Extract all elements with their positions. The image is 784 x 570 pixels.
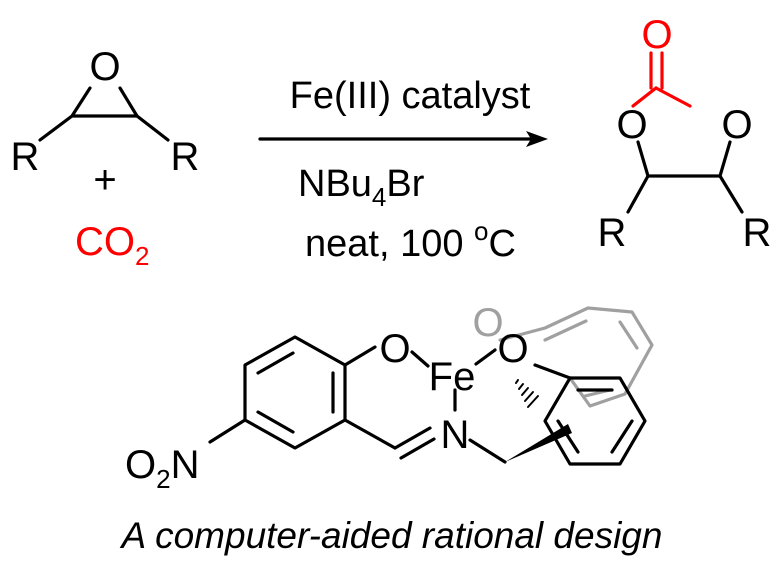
- fe-catalyst-structure: O: [125, 301, 654, 494]
- epoxide-reactant: O R R: [11, 45, 200, 179]
- condition-additive: NBu4Br: [298, 163, 425, 212]
- epoxide-ring-bonds: [70, 86, 139, 118]
- epoxide-r-right-label: R: [171, 135, 200, 179]
- caption-text: A computer-aided rational design: [120, 515, 663, 556]
- ring-oxygen-left-label: O: [616, 103, 647, 147]
- c-o-left-bond: [631, 86, 658, 108]
- wedge-bond: [505, 424, 572, 462]
- epoxide-right-bond: [135, 114, 170, 142]
- co2-subscript: 2: [135, 241, 149, 271]
- nitro-group-label: O2N: [125, 443, 199, 494]
- condition-catalyst: Fe(III) catalyst: [290, 75, 531, 117]
- imine-double-bond-b: [399, 437, 436, 460]
- product-r-right-label: R: [743, 211, 772, 255]
- product-right-r-bond: [718, 174, 744, 214]
- condition-temperature: neat, 100 oC: [305, 216, 516, 265]
- product-left-r-bond: [626, 174, 650, 214]
- arrow-head: [526, 131, 548, 147]
- right-phenyl-ring: [533, 363, 647, 466]
- nitrophenol-ring: [208, 335, 377, 450]
- left-ring-inner-c: [256, 410, 295, 434]
- ring-oxygen-right-label: O: [721, 103, 752, 147]
- hash-bond: [515, 379, 539, 408]
- reaction-arrow: [258, 131, 548, 147]
- cyclic-carbonate-product: O O O R R: [598, 13, 772, 255]
- co2-main: CO: [75, 220, 135, 264]
- nitro-bond: [208, 418, 247, 444]
- grey-ring-outline: [498, 306, 654, 408]
- ring-o-bond: [533, 363, 572, 380]
- grey-inner-bond-b: [618, 320, 639, 350]
- catalyst-oxygen-right-label: O: [497, 327, 528, 371]
- right-ring-inner-c: [556, 419, 580, 454]
- left-ring-inner-a: [256, 351, 295, 375]
- co2-label: CO2: [75, 220, 149, 271]
- imine-double-bond-a: [393, 426, 432, 450]
- catalyst-oxygen-left-label: O: [379, 327, 410, 371]
- right-ring-hexagon: [543, 376, 647, 466]
- iron-label: Fe: [429, 355, 476, 399]
- epoxide-left-bond: [38, 114, 74, 142]
- grey-oxygen-label: O: [472, 301, 503, 345]
- imine-nitrogen-label: N: [441, 413, 470, 457]
- fe-o-bond-right: [474, 348, 497, 366]
- plus-sign: +: [93, 158, 116, 202]
- left-ring-hexagon: [243, 335, 347, 450]
- right-ring-inner-b: [610, 419, 634, 454]
- epoxide-r-left-label: R: [11, 135, 40, 179]
- grey-inner-bond-a: [543, 319, 588, 342]
- o-fe-bond-left: [410, 350, 430, 368]
- phenol-o-bond: [343, 345, 377, 367]
- c-o-right-bond: [654, 86, 692, 108]
- epoxide-oxygen-label: O: [89, 45, 120, 89]
- carbonate-ring-bonds: [636, 140, 732, 178]
- n-ch2-bond: [468, 438, 507, 464]
- carbonyl-oxygen-label: O: [641, 13, 672, 57]
- imine-ch-bond: [343, 418, 397, 450]
- product-r-left-label: R: [598, 211, 627, 255]
